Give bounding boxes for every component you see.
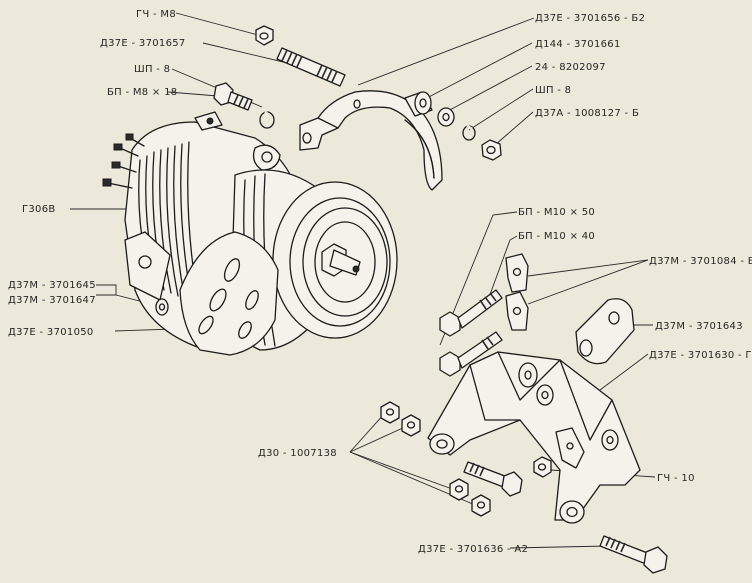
label-24-8202097: 24 - 8202097 [535,62,606,73]
bolt-m10x50-icon [439,289,503,337]
bolt-bracket-mid-icon [463,461,523,497]
label-d144-3701661: Д144 - 3701661 [535,39,621,50]
label-d37e-3701657: Д37Е - 3701657 [100,38,186,49]
label-d37m-3701084-b: Д37М - 3701084 - Б [649,256,752,267]
stud-d37e-3701657-icon [276,47,346,87]
label-d37m-3701647: Д37М - 3701647 [8,295,96,306]
label-gch-m8: ГЧ - М8 [136,9,176,20]
bolt-m8x18-icon [213,82,253,111]
label-g306v: Г306В [22,204,56,215]
label-gch-10: ГЧ - 10 [657,473,695,484]
terminal-studs-icon [102,133,145,189]
nut-d30-b-icon [401,414,421,437]
label-shp-8-left: ШП - 8 [134,64,170,75]
label-d37e-3701636-a2: Д37Е - 3701636 - А2 [418,544,528,555]
callout-labels: ГЧ - М8 Д37Е - 3701657 ШП - 8 БП - М8 × … [8,9,752,555]
label-d37e-3701656-b2: Д37Е - 3701656 - Б2 [535,13,645,24]
label-d37a-1008127-b: Д37А - 1008127 - Б [535,108,639,119]
label-d37e-3701630-g: Д37Е - 3701630 - Г [649,350,752,361]
label-bp-m10x40: БП - М10 × 40 [518,231,595,242]
adjusting-arc-bracket [299,90,443,191]
alternator-g306v [102,111,398,356]
label-bp-m10x50: БП - М10 × 50 [518,207,595,218]
label-d37m-3701643: Д37М - 3701643 [655,321,743,332]
nut-d30-a-icon [380,401,400,424]
nut-m8-icon [255,25,274,46]
bolt-m10x40-icon [439,331,503,377]
block-d37m-3701643-icon [575,298,635,365]
lock-plate-lower-icon [505,291,529,331]
label-d37e-3701050: Д37Е - 3701050 [8,327,94,338]
nut-gch-10-icon [533,456,552,478]
label-bp-m8x18: БП - М8 × 18 [107,87,177,98]
main-bracket-d37e-3701630-g [427,351,641,524]
label-d30-1007138: Д30 - 1007138 [258,448,337,459]
flat-washer-icon [437,107,455,127]
nut-d37a-icon [481,139,502,161]
label-shp-8-right: ШП - 8 [535,85,571,96]
nut-d30-d-icon [471,494,491,517]
nut-d30-c-icon [449,478,469,501]
spring-washer-right-icon [462,124,476,141]
spring-washer-left-icon [259,110,275,129]
bolt-d37e-3701636-a2-icon [599,535,668,574]
spacer-d144-icon [404,91,433,117]
lock-plate-upper-icon [505,253,529,293]
pulley-icon [272,181,398,339]
label-d37m-3701645: Д37М - 3701645 [8,280,96,291]
